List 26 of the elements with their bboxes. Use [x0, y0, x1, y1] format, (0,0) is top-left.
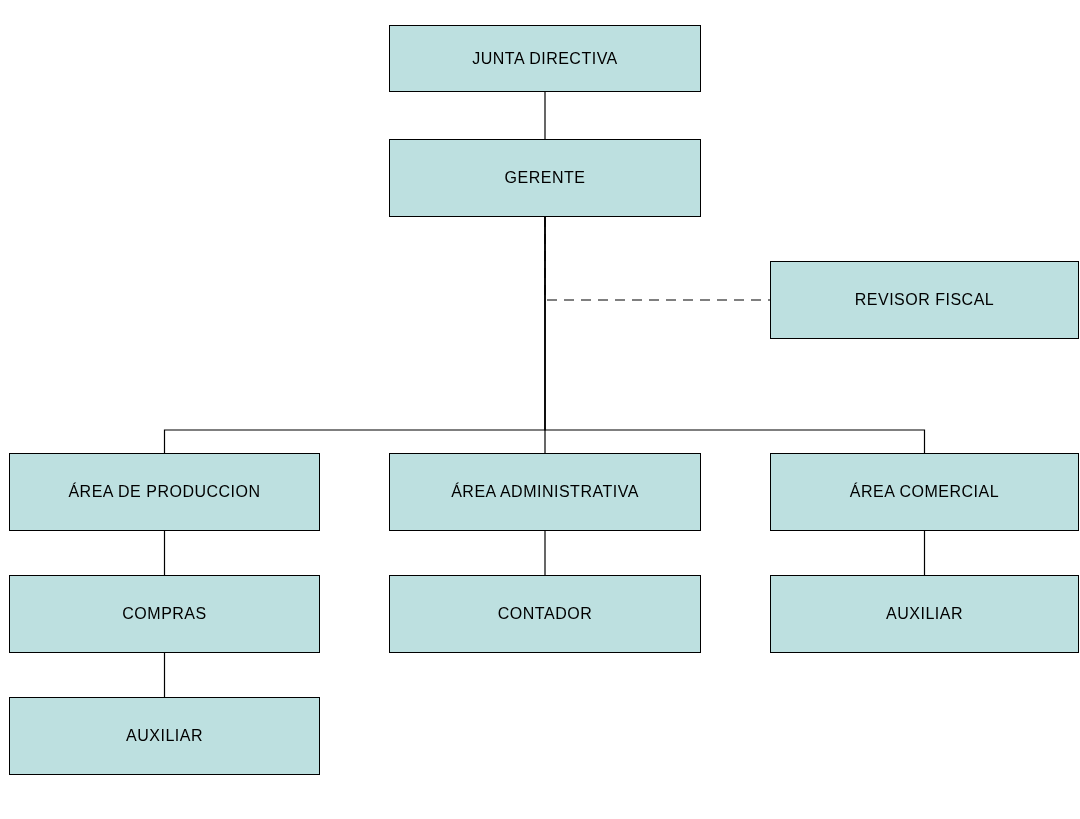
connector-line — [163, 652, 166, 698]
box-label: CONTADOR — [497, 605, 593, 623]
box-label: REVISOR FISCAL — [854, 291, 995, 309]
box-label: AUXILIAR — [126, 727, 203, 745]
org-box — [389, 575, 701, 653]
org-box — [770, 453, 1079, 531]
box-label: JUNTA DIRECTIVA — [472, 49, 618, 68]
org-box — [9, 575, 320, 653]
org-box — [770, 261, 1079, 339]
box-label: AUXILIAR — [886, 605, 963, 623]
box-label: ÁREA DE PRODUCCION — [68, 483, 261, 501]
org-box — [9, 697, 320, 775]
connector-line — [544, 91, 546, 140]
box-label: ÁREA COMERCIAL — [849, 483, 1000, 501]
box-label: COMPRAS — [122, 605, 207, 623]
connector-line — [544, 530, 546, 576]
box-label: GERENTE — [504, 169, 586, 187]
connector-line — [163, 530, 166, 576]
org-box — [770, 575, 1079, 653]
org-box — [9, 453, 320, 531]
org-box — [389, 453, 701, 531]
connector-line — [923, 530, 926, 576]
org-box — [389, 139, 701, 217]
connector-line — [544, 216, 926, 454]
box-label: ÁREA ADMINISTRATIVA — [451, 483, 639, 501]
org-box — [389, 25, 701, 92]
